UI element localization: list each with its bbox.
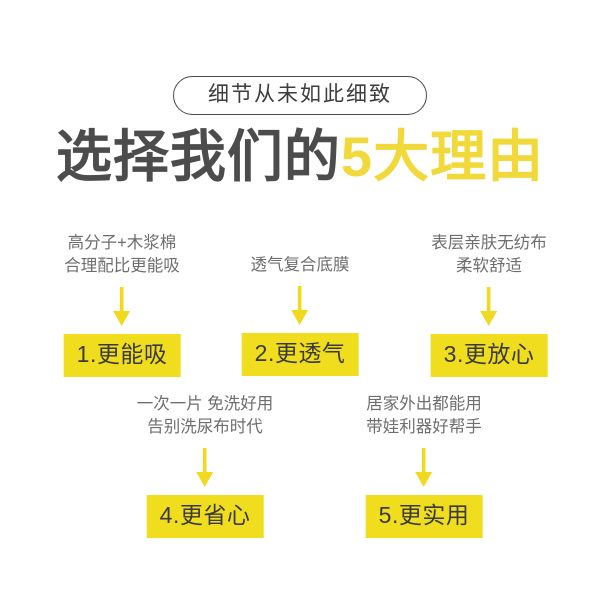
down-arrow-icon	[196, 447, 214, 487]
reason-description-1: 高分子+木浆棉 合理配比更能吸	[64, 232, 180, 278]
reason-description-line-1: 表层亲肤无纺布	[431, 234, 547, 252]
reason-column-1: 高分子+木浆棉 合理配比更能吸 1.更能吸	[63, 232, 181, 377]
reason-description-2: 透气复合底膜	[251, 232, 350, 277]
page-title-accent: 5大理由	[340, 125, 545, 188]
reason-description-line-2: 合理配比更能吸	[64, 256, 180, 275]
reason-badge-4: 4.更省心	[146, 494, 264, 538]
reason-description-line-1: 居家外出都能用	[366, 395, 482, 413]
reason-column-2: 透气复合底膜 2.更透气	[241, 232, 359, 376]
reason-badge-2: 2.更透气	[241, 332, 359, 376]
reason-badge-1: 1.更能吸	[63, 333, 181, 377]
reason-column-5: 居家外出都能用 带娃利器好帮手 5.更实用	[365, 393, 483, 538]
page-title-main: 选择我们的	[55, 125, 341, 188]
reason-column-3: 表层亲肤无纺布 柔软舒适 3.更放心	[430, 232, 548, 377]
reason-column-4: 一次一片 免洗好用 告别洗尿布时代 4.更省心	[137, 393, 274, 538]
reason-description-line-2: 带娃利器好帮手	[366, 417, 482, 436]
reason-description-3: 表层亲肤无纺布 柔软舒适	[431, 232, 547, 278]
down-arrow-icon	[480, 286, 498, 326]
down-arrow-icon	[291, 285, 309, 325]
reason-description-line-2: 柔软舒适	[456, 256, 522, 275]
reason-badge-5: 5.更实用	[365, 494, 483, 538]
page-title: 选择我们的 5大理由	[0, 125, 600, 188]
header-pill-container: 细节从未如此细致	[0, 76, 600, 115]
reason-description-line-1: 透气复合底膜	[250, 256, 350, 274]
reason-description-line-1: 一次一片 免洗好用	[136, 395, 274, 413]
down-arrow-icon	[113, 286, 131, 326]
reason-description-5: 居家外出都能用 带娃利器好帮手	[366, 393, 482, 439]
reason-badge-3: 3.更放心	[430, 333, 548, 377]
header-pill: 细节从未如此细致	[173, 76, 427, 115]
reason-description-line-1: 高分子+木浆棉	[67, 234, 177, 252]
reason-description-line-2: 告别洗尿布时代	[147, 417, 263, 436]
down-arrow-icon	[415, 447, 433, 487]
reason-description-4: 一次一片 免洗好用 告别洗尿布时代	[137, 393, 274, 439]
